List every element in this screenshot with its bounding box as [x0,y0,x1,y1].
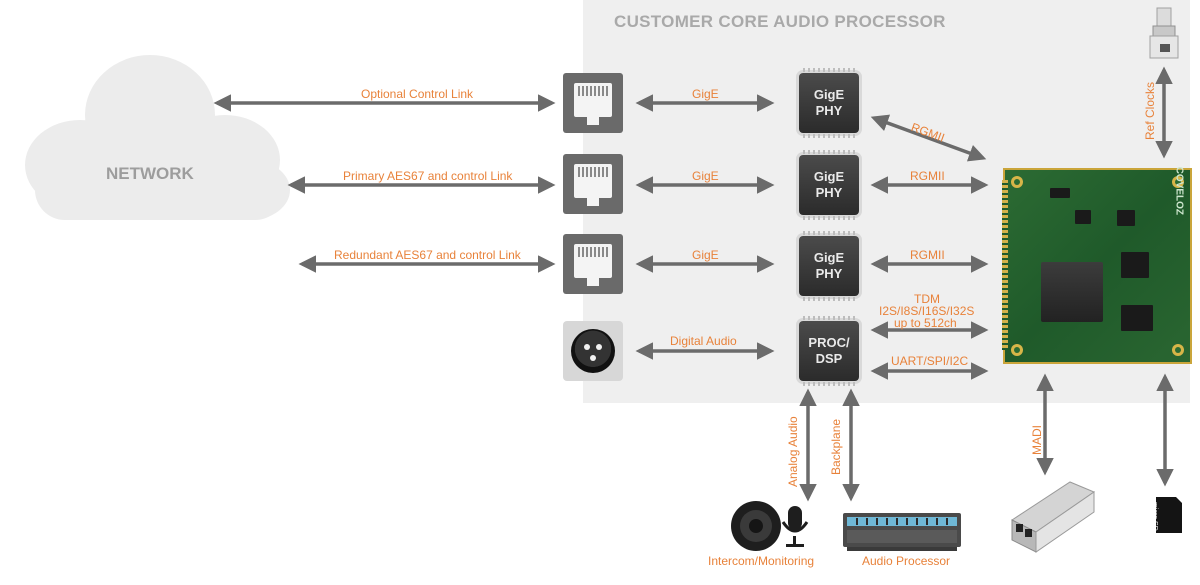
gige-phy-chip: GigE PHY [799,68,859,138]
gige-phy-chip: GigE PHY [799,150,859,220]
speaker-icon [731,501,781,551]
proc-dsp-chip: PROC/ DSP [799,316,859,386]
network-cloud [25,55,290,220]
xlr-connector-icon [563,321,623,381]
optional-link-label: Optional Control Link [361,87,474,101]
redundant-link-label: Redundant AES67 and control Link [334,248,521,262]
ethernet-port-icon [563,73,623,133]
backplane-label: Backplane [829,418,843,475]
microsd-label: micro SD [1151,502,1158,531]
gige-phy-chip: GigE PHY [799,231,859,301]
madi-label: MADI [1030,425,1044,455]
bnc-connector-icon [1149,7,1179,59]
analog-audio-label: Analog Audio [786,416,800,487]
rgmii-label: RGMII [910,169,945,183]
ethernet-port-icon [563,154,623,214]
microphone-icon [781,506,809,547]
microsd-card-icon [1156,497,1182,533]
rgmii-arrow-1 [870,114,987,162]
panel-title: CUSTOMER CORE AUDIO PROCESSOR [614,12,946,31]
intercom-label: Intercom/Monitoring [708,554,815,568]
tdm-formats-label: I2S/I8S/I16S/I32S [879,304,975,318]
gige-label: GigE [692,87,719,101]
rgmii-label: RGMII [910,248,945,262]
board-brand-label: COVELOZ [1173,166,1184,215]
audio-processor-rack-icon [843,513,961,551]
audio-processor-label: Audio Processor [862,554,951,568]
digital-audio-label: Digital Audio [670,334,737,348]
ref-clocks-label: Ref Clocks [1143,81,1157,140]
network-label: NETWORK [106,164,194,183]
coveloz-module-board: COVELOZ [1002,166,1192,364]
tdm-label: TDM [914,292,940,306]
primary-link-label: Primary AES67 and control Link [343,169,513,183]
gige-label: GigE [692,169,719,183]
uart-label: UART/SPI/I2C [891,354,969,368]
sfp-module-icon [1010,481,1096,553]
tdm-channels-label: up to 512ch [894,316,957,330]
gige-label: GigE [692,248,719,262]
ethernet-port-icon [563,234,623,294]
